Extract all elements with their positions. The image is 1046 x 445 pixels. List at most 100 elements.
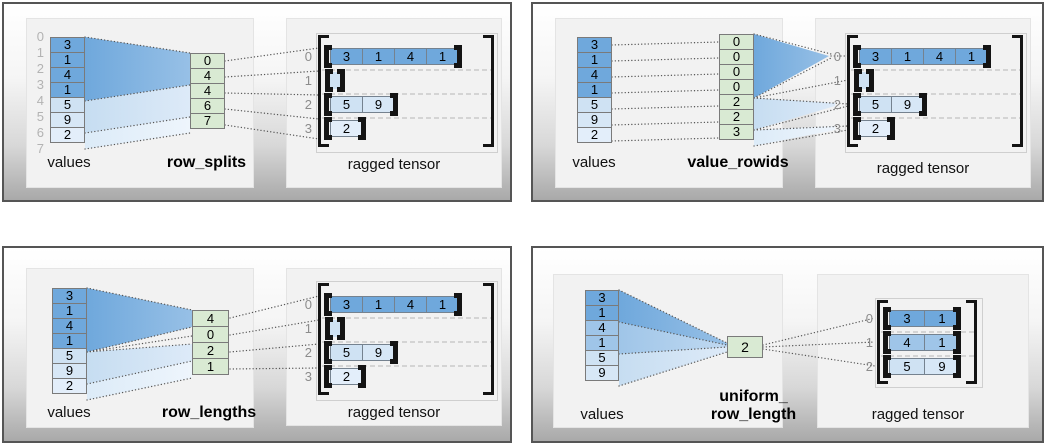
row-index: 1 [833,73,841,88]
tensor-outline [845,33,1027,153]
row-bracket-right [919,93,927,116]
value-cell: 4 [50,67,85,83]
dotted-connectors [611,33,849,147]
tensor-cell: 1 [426,48,459,65]
row-index: 3 [833,121,841,136]
param-cell: 0 [719,64,754,80]
row-bracket-left [325,317,333,340]
big-bracket-left [877,300,888,384]
tensor-cell: 5 [330,96,363,113]
row-index: 0 [833,49,841,64]
row-index: 1 [865,335,873,350]
row-separators [322,317,492,367]
tensor-row: 5 9 [330,96,395,113]
value-cell: 1 [577,52,612,68]
panel-uniform-row-length: 3 1 4 1 5 9 2 0 1 2 3 1 4 1 5 9 [531,246,1044,443]
row-separators [851,69,1021,119]
value-cell: 1 [585,305,619,321]
method-label: row_lengths [161,404,257,421]
value-cell: 1 [50,52,85,68]
connectors-overlay [611,33,1021,147]
tensor-outline [875,298,983,388]
big-bracket-left [318,35,329,147]
tensor-row: 2 [330,120,363,137]
dotted-connectors [86,287,320,401]
method-label-line2: row_length [710,406,797,423]
tensor-row: 3 1 4 1 [859,48,988,65]
tensor-cell: 3 [330,296,363,313]
row-index: 1 [304,73,312,88]
row-bracket-left [883,307,891,330]
row-bracket-right [953,307,961,330]
value-cell: 2 [50,127,85,143]
funnel-pale [85,117,190,149]
boundary-index: 7 [36,141,44,156]
dotted-connectors [618,289,876,387]
tensor-label: ragged tensor [347,156,441,173]
funnel-dark [619,290,727,348]
big-bracket-right [483,283,494,395]
row-bracket-right [337,69,345,92]
row-bracket-right [953,331,961,354]
row-bracket-right [887,117,895,140]
row-bracket-left [853,117,861,140]
boundary-index: 1 [36,45,44,60]
funnel-dark [754,34,829,98]
row-index: 3 [304,121,312,136]
funnel-light [619,347,727,386]
big-bracket-left [318,283,329,395]
param-cell: 3 [719,124,754,140]
values-column: 3 1 4 1 5 9 2 [50,37,85,143]
funnel-dark [85,37,190,101]
tensor-cell: 5 [330,344,363,361]
value-cell: 5 [577,97,612,113]
value-cell: 4 [585,320,619,336]
connectors-overlay [618,289,975,387]
empty-row-marker [330,320,342,337]
row-bracket-right [454,45,462,68]
tensor-row: 5 9 [889,358,960,375]
value-cell: 1 [52,303,87,319]
param-cell: 4 [192,310,229,327]
row-bracket-left [853,45,861,68]
value-cell: 5 [50,97,85,113]
big-bracket-left [847,35,858,147]
values-column: 3 1 4 1 5 9 2 [52,288,87,394]
value-cell: 1 [50,82,85,98]
value-cell: 4 [577,67,612,83]
value-cell: 3 [577,37,612,53]
value-cell: 9 [577,112,612,128]
boundary-index: 2 [36,61,44,76]
funnel-pale [87,361,192,400]
boundary-index: 5 [36,109,44,124]
tensor-cell: 5 [889,358,925,375]
param-cell: 0 [190,53,225,69]
value-cell: 2 [52,378,87,394]
tensor-cell: 3 [889,310,925,327]
tensor-cell: 3 [859,48,892,65]
value-cell: 3 [50,37,85,53]
funnel-light [87,344,192,384]
boundary-index: 3 [36,77,44,92]
uniform-row-length-cell: 2 [727,336,763,358]
row-index: 2 [833,97,841,112]
funnel-mid [619,322,727,354]
row-bracket-left [853,93,861,116]
boundary-index: 6 [36,125,44,140]
big-bracket-right [483,35,494,147]
tensor-box [817,274,1029,428]
row-bracket-right [390,341,398,364]
param-cell: 0 [719,49,754,65]
tensor-row: 5 9 [330,344,395,361]
tensor-cell: 4 [889,334,925,351]
tensor-cell: 1 [362,48,395,65]
method-label-line1: uniform_ [719,388,788,405]
values-column: 3 1 4 1 5 9 [585,290,619,381]
tensor-row: 3 1 4 1 [330,48,459,65]
tensor-cell: 3 [330,48,363,65]
param-cell: 0 [719,79,754,95]
row-bracket-right [983,45,991,68]
values-column: 3 1 4 1 5 9 2 [577,37,612,143]
row-bracket-right [454,293,462,316]
